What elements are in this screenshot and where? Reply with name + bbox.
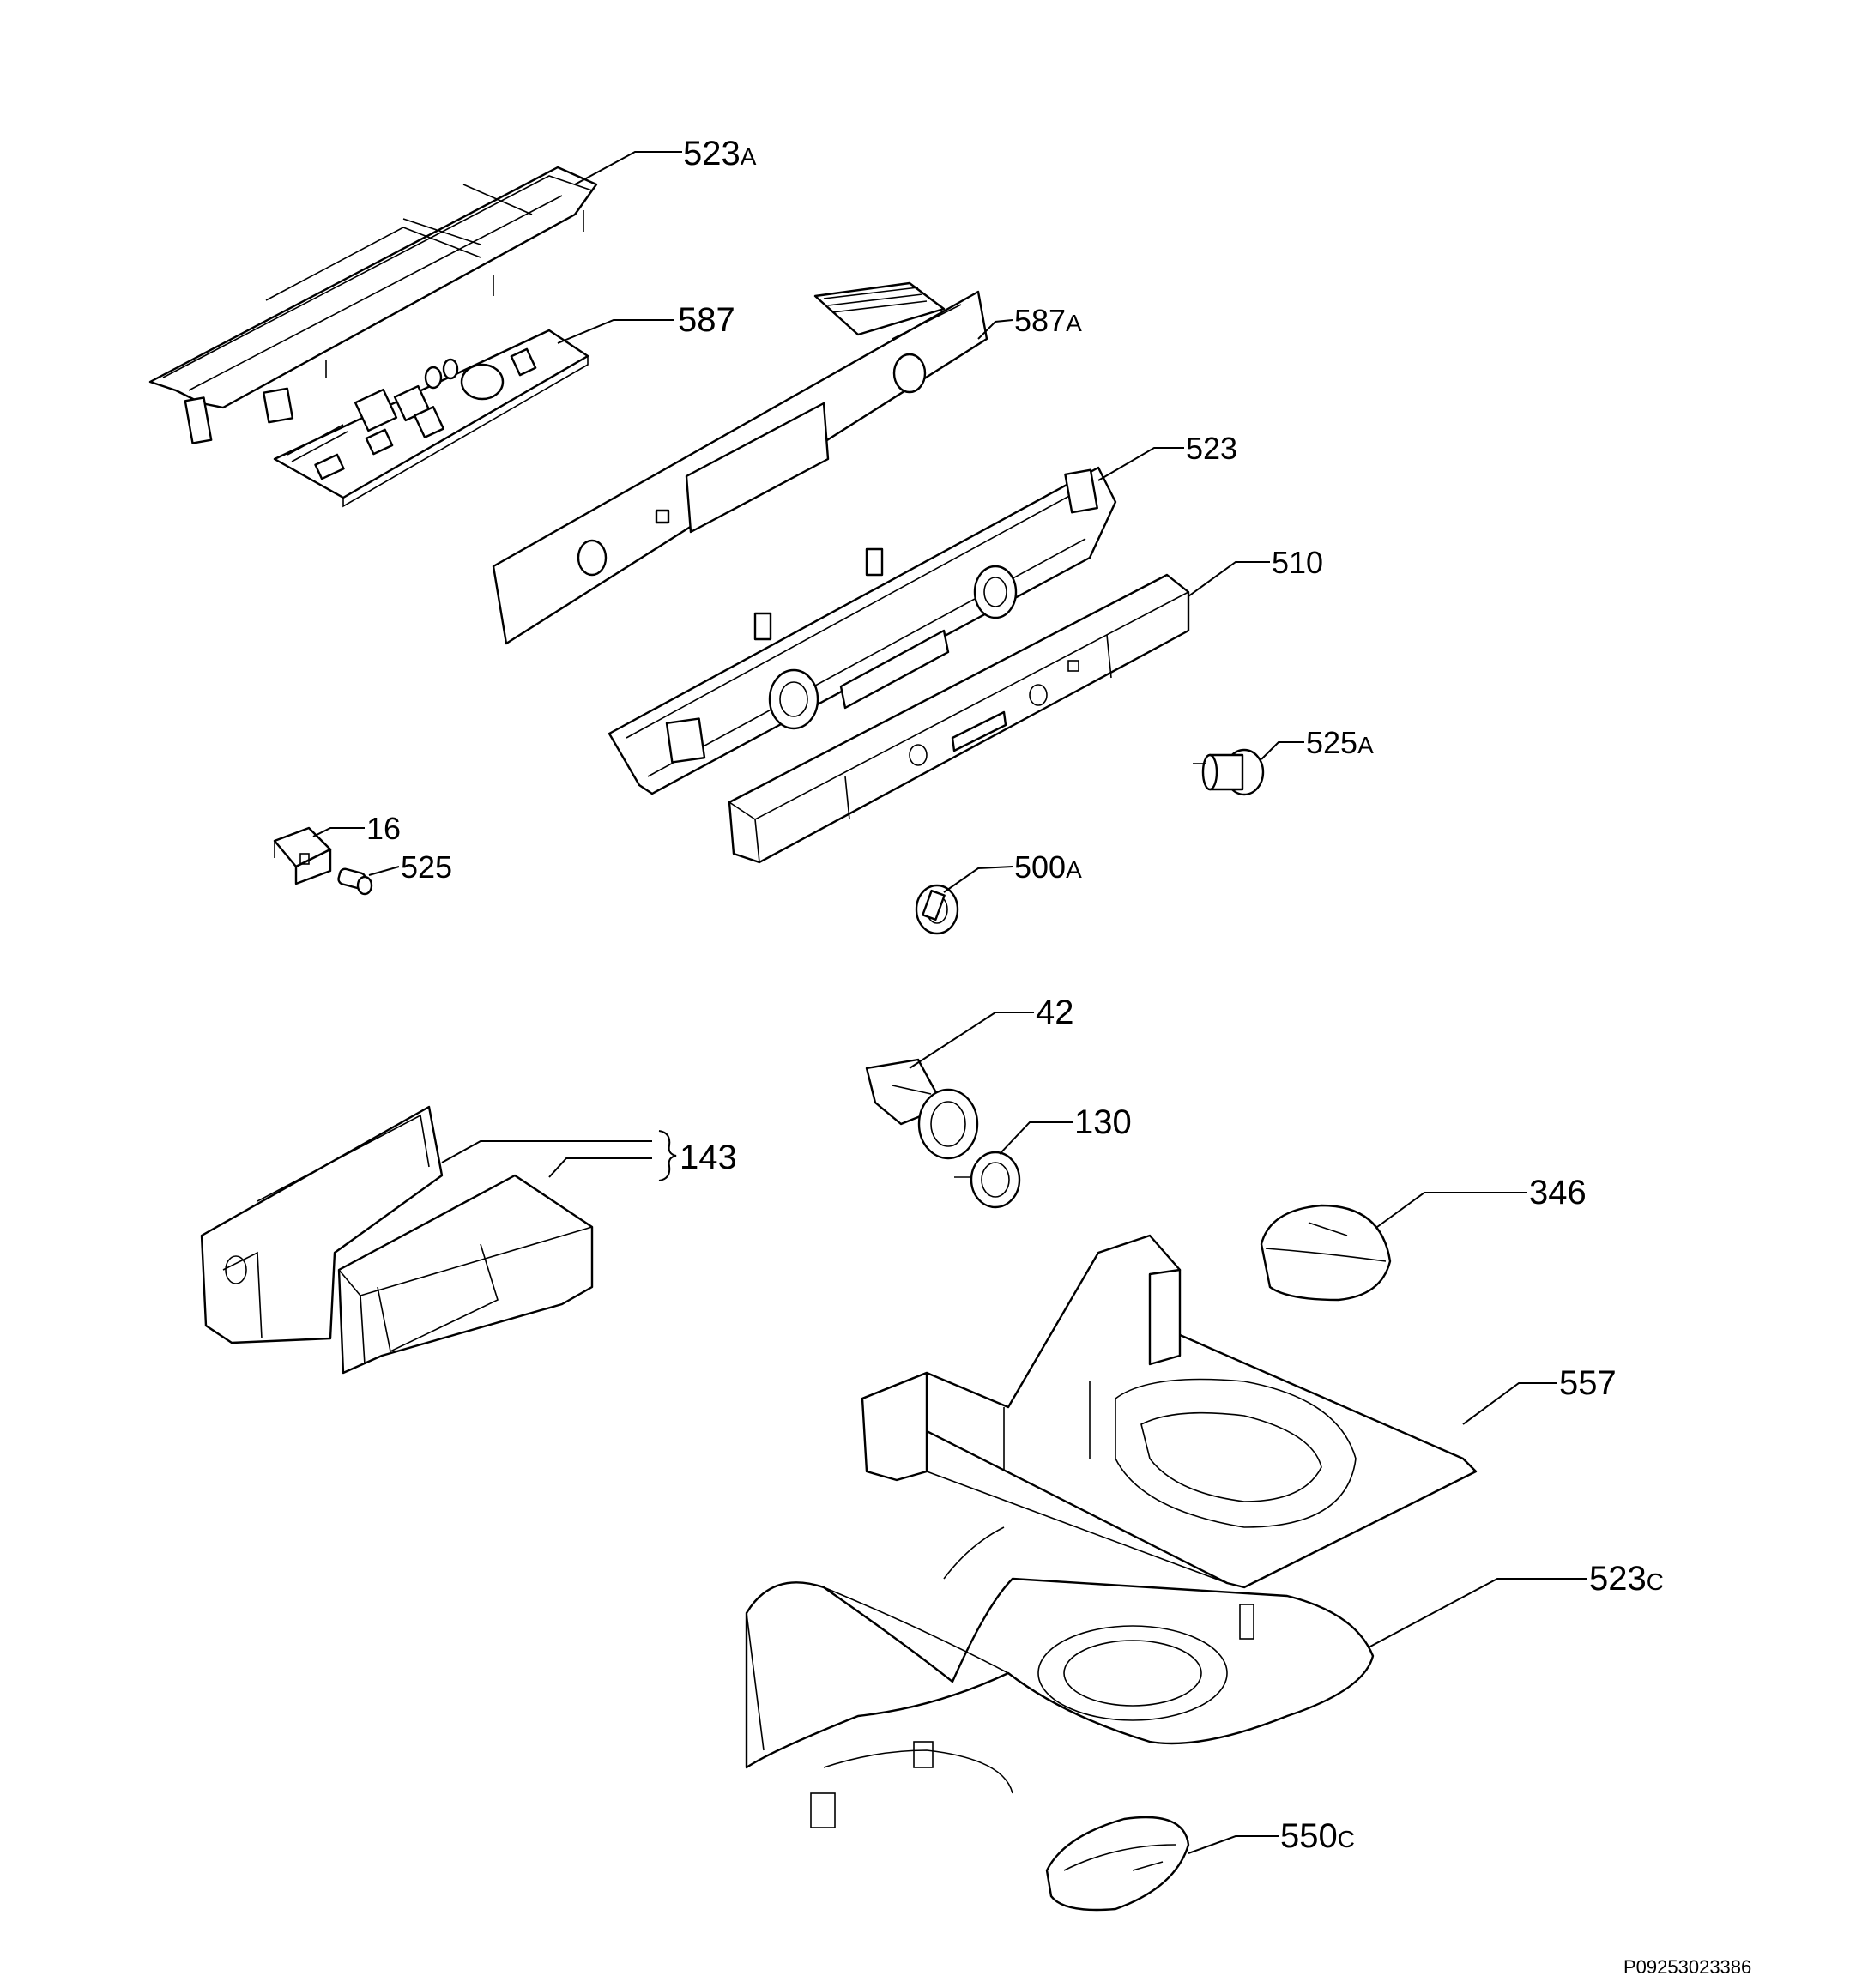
part-16-switch (273, 826, 332, 885)
callout-550c: 550C (1280, 1817, 1355, 1855)
callout-525: 525 (401, 849, 452, 885)
part-346-cap (1260, 1204, 1392, 1302)
drawing-code: P09253023386 (1623, 1956, 1751, 1978)
callout-143: 143 (680, 1139, 737, 1176)
leader-lines (312, 151, 1587, 1854)
part-130-ring (954, 1151, 1021, 1209)
callout-525a: 525A (1306, 725, 1374, 760)
part-523a-top-cover (148, 166, 598, 444)
callout-500a: 500A (1014, 849, 1082, 885)
part-143-duct-assembly (200, 1105, 594, 1375)
callout-labels: 523A 587 587A 523 510 525A 16 525 500A 4… (366, 135, 1664, 1855)
callout-523: 523 (1186, 431, 1237, 466)
callout-587: 587 (678, 301, 735, 339)
part-523c-lower-housing (745, 1526, 1375, 1828)
callout-130: 130 (1074, 1103, 1132, 1141)
callout-557: 557 (1559, 1364, 1617, 1402)
callout-523a: 523A (683, 135, 757, 172)
callout-42: 42 (1036, 994, 1074, 1031)
part-525a-knob (1193, 748, 1265, 796)
callout-510: 510 (1272, 545, 1323, 580)
callout-346: 346 (1529, 1174, 1587, 1212)
part-525-lamp (337, 867, 373, 896)
part-557-dispenser-frame (861, 1234, 1478, 1589)
part-587a-display-board (492, 281, 988, 645)
part-587-control-board (273, 329, 589, 508)
part-42-lamp-holder (865, 1058, 979, 1160)
callout-587a: 587A (1014, 303, 1082, 338)
part-550c-cup (1045, 1816, 1190, 1912)
callout-16: 16 (366, 811, 401, 846)
callout-523c: 523C (1589, 1560, 1664, 1598)
part-500a-knob (915, 884, 959, 935)
part-523-control-housing (608, 466, 1117, 795)
part-510-control-panel (728, 573, 1190, 864)
